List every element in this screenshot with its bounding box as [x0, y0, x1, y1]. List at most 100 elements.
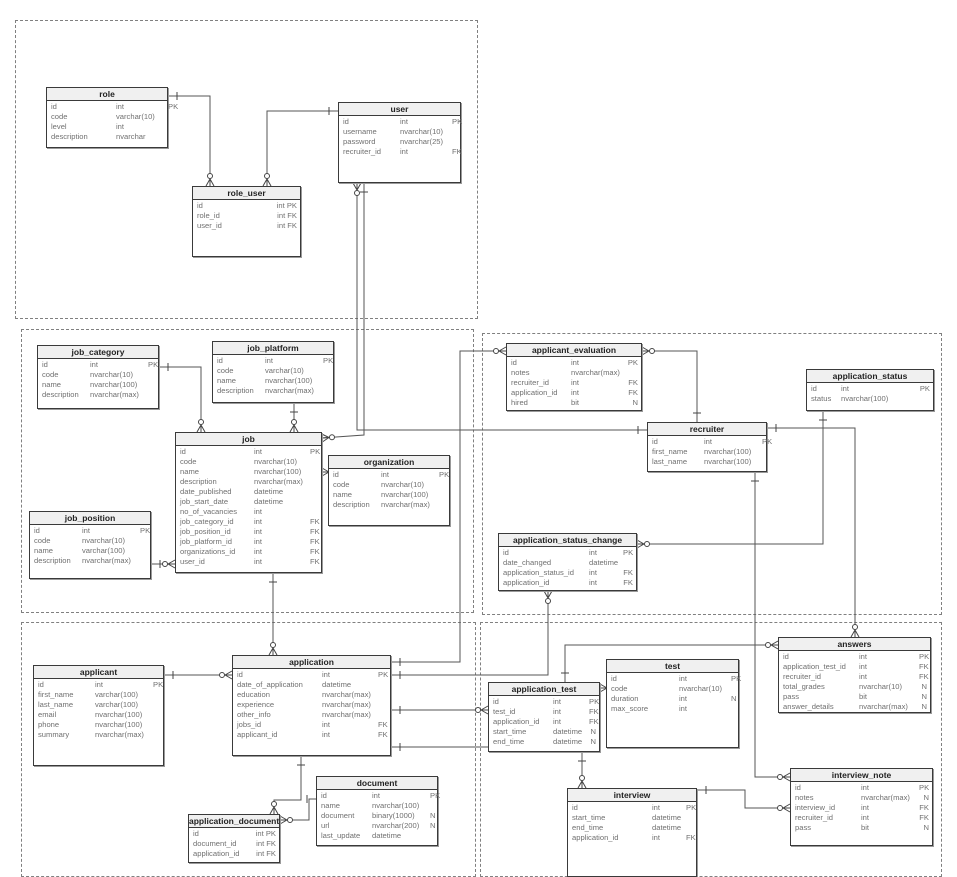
column-key: PK — [439, 470, 450, 479]
column-type: nvarchar(max) — [254, 477, 303, 486]
column-type: int — [322, 670, 331, 679]
column-type: nvarchar(100) — [95, 720, 143, 729]
column-key — [731, 704, 735, 714]
column-key — [310, 497, 318, 507]
column-type: int — [322, 730, 331, 739]
column-type: binary(1000) — [372, 811, 415, 820]
column-type: nvarchar(max) — [82, 556, 131, 565]
column-name: jobs_id — [237, 720, 262, 729]
column-type: varchar(10) — [116, 112, 155, 121]
column-type: int — [679, 704, 688, 713]
column-key — [452, 127, 457, 137]
column-type: nvarchar(10) — [400, 127, 444, 136]
column-key: FK — [589, 707, 599, 716]
column-name: code — [180, 457, 197, 466]
column-name: other_info — [237, 710, 271, 719]
column-key — [430, 831, 434, 841]
column-name: id — [611, 674, 617, 683]
column-name: name — [180, 467, 199, 476]
column-key — [439, 490, 446, 500]
column-key — [140, 546, 147, 556]
column-name: start_time — [572, 813, 606, 822]
column-type: int — [254, 517, 263, 526]
column-key: FK — [310, 527, 320, 536]
entity-title: applicant_evaluation — [507, 344, 641, 357]
column-name: application_id — [503, 578, 550, 587]
column-name: job_platform_id — [180, 537, 232, 546]
column-name: document — [321, 811, 355, 820]
column-key: PK — [919, 783, 930, 792]
column-name: application_id — [511, 388, 558, 397]
column-type: int — [652, 833, 661, 842]
column-type: nvarchar(25) — [400, 137, 444, 146]
column-key — [762, 457, 763, 467]
column-name: id — [493, 697, 499, 706]
column-key — [439, 480, 446, 490]
column-key — [686, 823, 693, 833]
column-name: hired — [511, 398, 528, 407]
column-name: id — [511, 358, 517, 367]
column-type: datetime — [322, 680, 352, 689]
column-type: nvarchar(100) — [381, 490, 429, 499]
column-key — [140, 556, 147, 566]
column-type: int — [571, 358, 580, 367]
column-type: nvarchar(10) — [82, 536, 126, 545]
column-key — [310, 507, 318, 517]
column-type: int — [254, 537, 263, 546]
column-type: nvarchar — [116, 132, 146, 141]
column-name: email — [38, 710, 57, 719]
column-type: datetime — [652, 823, 682, 832]
column-name: last_update — [321, 831, 361, 840]
column-key: FK — [919, 662, 929, 671]
column-type: nvarchar(200) — [372, 821, 420, 830]
entity-title: user — [339, 103, 460, 116]
column-key: int FK — [277, 221, 297, 230]
column-key — [153, 710, 160, 720]
